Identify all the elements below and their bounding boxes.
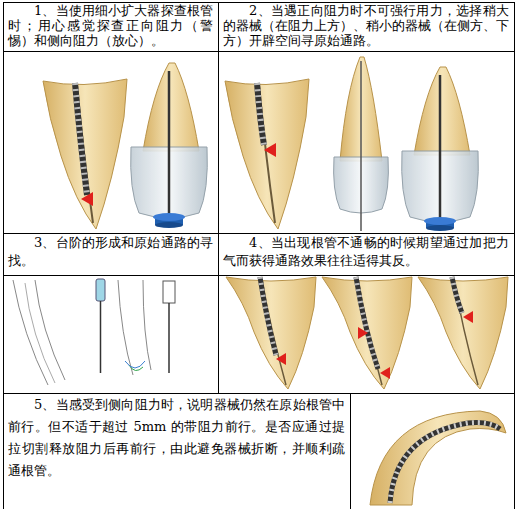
table-cell-border xyxy=(4,3,219,52)
cell-text: 1、当使用细小扩大器探查根管时；用心感觉探查正向阻力（警惕）和侧向阻力（放心）。 xyxy=(8,3,213,48)
tooth-illustration xyxy=(43,63,207,229)
cell-text: 2、当遇正向阻力时不可强行用力，选择稍大的器械（在阻力上方）、稍小的器械（在侧方… xyxy=(223,3,509,48)
text-cell: 3、台阶的形成和原始通路的寻找。 xyxy=(3,233,218,275)
text-cell: 1、当使用细小扩大器探查根管时；用心感觉探查正向阻力（警惕）和侧向阻力（放心）。 xyxy=(3,2,218,51)
text-cell: 5、当感受到侧向阻力时，说明器械仍然在原始根管中前行。但不适于超过 5mm 的带… xyxy=(3,393,350,509)
cell-text: 4、当出现根管不通畅的时候期望通过加把力气而获得通路效果往往适得其反。 xyxy=(223,234,509,270)
curved-root xyxy=(370,411,506,505)
text-cell: 2、当遇正向阻力时不可强行用力，选择稍大的器械（在阻力上方）、稍小的器械（在侧方… xyxy=(218,2,514,51)
table-cell-border xyxy=(219,52,515,234)
table-cell-border xyxy=(4,394,351,509)
table-cell-border xyxy=(4,234,219,276)
table-cell-border xyxy=(4,52,219,234)
table-cell-border xyxy=(219,276,515,394)
canal-sketch xyxy=(13,279,175,385)
table-cell-border xyxy=(219,3,515,52)
cell-text: 5、当感受到侧向阻力时，说明器械仍然在原始根管中前行。但不适于超过 5mm 的带… xyxy=(8,394,345,482)
table-cell-border xyxy=(4,276,219,394)
root-sections xyxy=(226,277,508,389)
table-grid xyxy=(4,3,515,509)
tooth-illustration xyxy=(225,57,478,231)
table-cell-border xyxy=(351,394,515,509)
table-cell-border xyxy=(219,234,515,276)
cell-text: 3、台阶的形成和原始通路的寻找。 xyxy=(8,234,213,270)
text-cell: 4、当出现根管不通畅的时候期望通过加把力气而获得通路效果往往适得其反。 xyxy=(218,233,514,275)
